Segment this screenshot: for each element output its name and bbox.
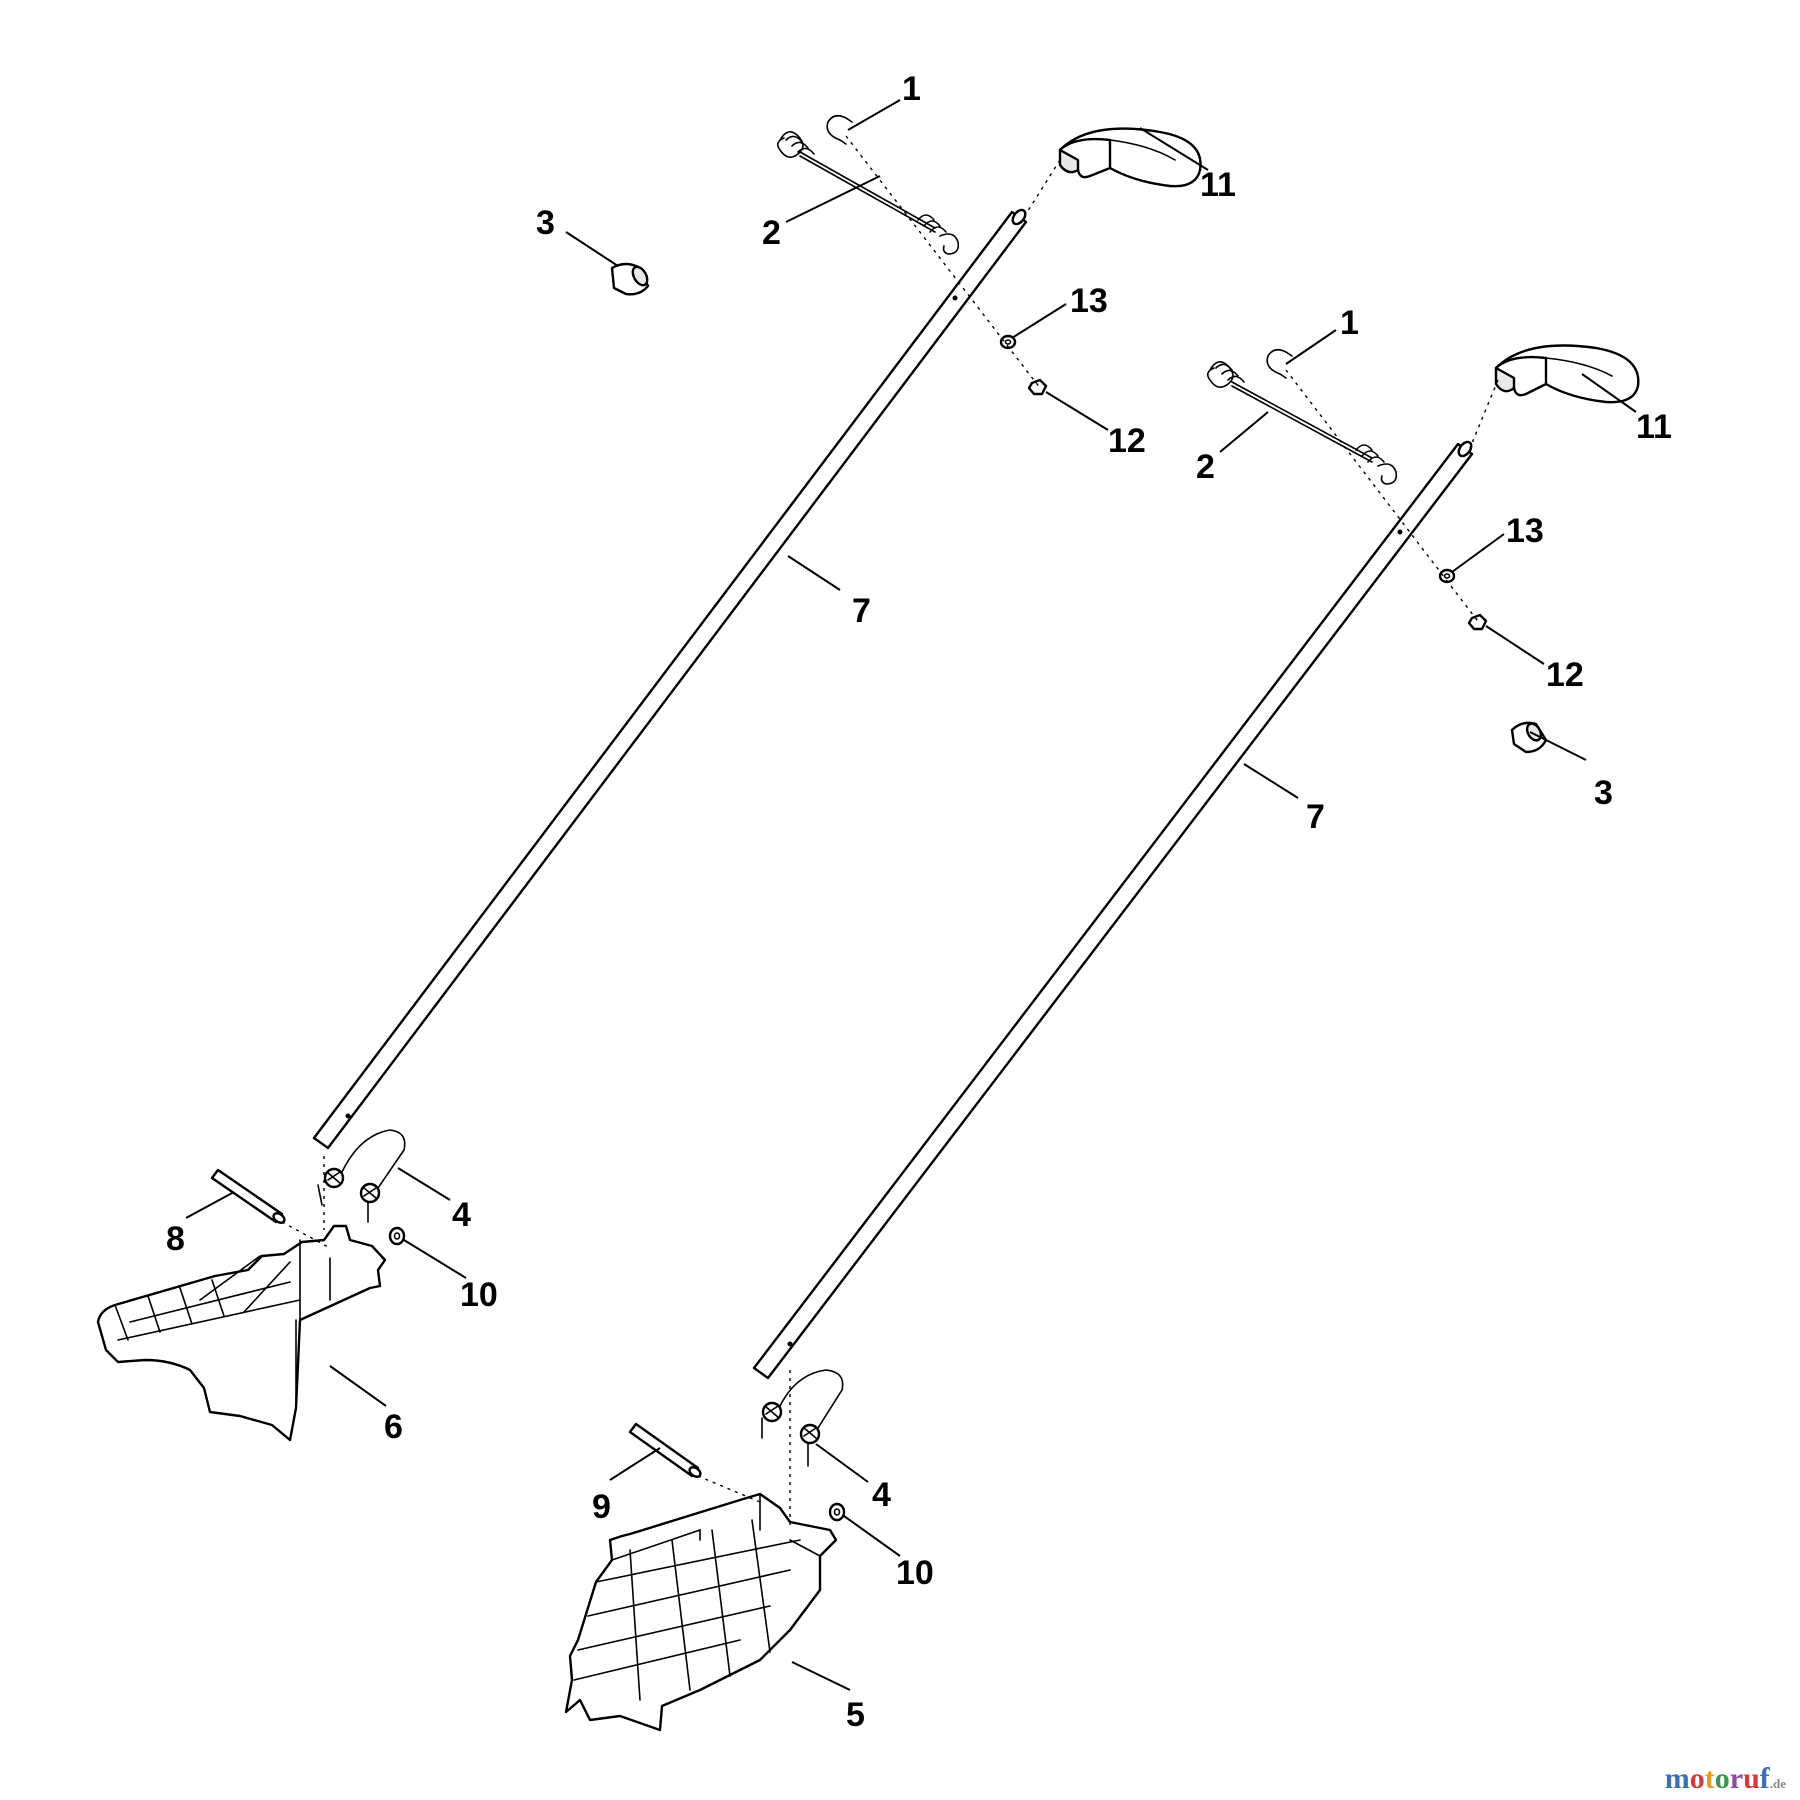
- watermark-letter: m: [1664, 1762, 1690, 1795]
- callout-9: 9: [592, 1488, 611, 1526]
- pin-8: [210, 1168, 286, 1224]
- callout-10-left: 10: [460, 1276, 498, 1314]
- callout-13-left: 13: [1070, 282, 1108, 320]
- callout-1-right: 1: [1340, 304, 1359, 342]
- spring-left: [776, 131, 960, 255]
- assembly-line-left-top: [845, 135, 1061, 389]
- rod-left: [312, 208, 1028, 1150]
- assembly-line-right-bottom: [697, 1370, 791, 1530]
- grip-right: [1494, 344, 1640, 404]
- callout-7-right: 7: [1306, 798, 1325, 836]
- watermark-tld: .de: [1769, 1776, 1786, 1791]
- callout-6: 6: [384, 1408, 403, 1446]
- callout-3-right: 3: [1594, 774, 1613, 812]
- bracket-right: [564, 1492, 838, 1732]
- leader-lines: [185, 99, 1637, 1691]
- bracket-left: [96, 1224, 387, 1442]
- watermark-logo: motoruf.de: [1665, 1762, 1786, 1796]
- cap-left: [610, 262, 650, 296]
- callout-11-right: 11: [1636, 408, 1672, 446]
- callout-7-left: 7: [852, 592, 871, 630]
- washer-10-left: [388, 1226, 406, 1246]
- watermark-letter: o: [1689, 1762, 1705, 1795]
- watermark-letter: o: [1714, 1762, 1730, 1795]
- washer-right: [1438, 568, 1456, 584]
- callout-11-left: 11: [1200, 166, 1236, 204]
- hook-right: [1266, 348, 1293, 379]
- pin-9: [628, 1422, 702, 1478]
- nut-right: [1467, 613, 1488, 631]
- torsion-spring-right: [761, 1369, 844, 1467]
- watermark-main: motoruf: [1665, 1762, 1770, 1795]
- callout-labels: 1 2 3 11 13 12 7 1 2 11 13 12 3 7 4 8 10…: [166, 70, 1672, 1734]
- callout-4-right: 4: [872, 1476, 891, 1514]
- grip-left: [1058, 127, 1202, 188]
- callout-2-right: 2: [1196, 448, 1215, 486]
- rod-right: [752, 440, 1474, 1380]
- washer-left: [999, 334, 1017, 350]
- callout-12-right: 12: [1546, 656, 1584, 694]
- callout-3-left: 3: [536, 204, 555, 242]
- callout-10-right: 10: [896, 1554, 934, 1592]
- hook-left: [826, 114, 853, 145]
- watermark-letter: u: [1743, 1762, 1760, 1795]
- assembly-line-right-top: [1285, 369, 1499, 625]
- callout-8: 8: [166, 1220, 185, 1258]
- watermark-letter: f: [1759, 1762, 1770, 1795]
- callout-1-left: 1: [902, 70, 921, 108]
- callout-4-left: 4: [452, 1196, 471, 1234]
- torsion-spring-left: [317, 1129, 406, 1223]
- callout-5: 5: [846, 1696, 865, 1734]
- callout-13-right: 13: [1506, 512, 1544, 550]
- callout-12-left: 12: [1108, 422, 1146, 460]
- washer-10-right: [828, 1502, 846, 1522]
- watermark-letter: t: [1704, 1762, 1715, 1795]
- callout-2-left: 2: [762, 214, 781, 252]
- assembly-line-left-bottom: [281, 1156, 331, 1249]
- spring-right: [1206, 361, 1398, 485]
- watermark-letter: r: [1729, 1762, 1744, 1795]
- nut-left: [1027, 378, 1048, 396]
